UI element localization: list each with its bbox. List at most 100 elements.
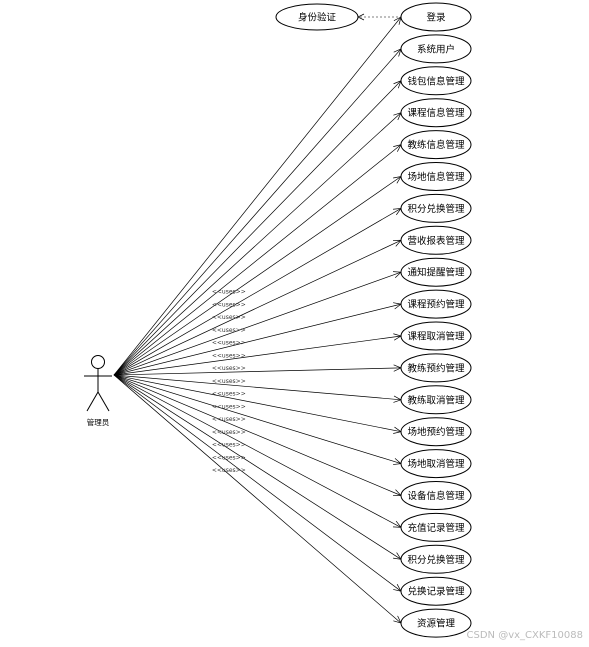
use-case-layer: 登录系统用户钱包信息管理课程信息管理教练信息管理场地信息管理积分兑换管理营收报表…	[400, 2, 472, 638]
uses-stereotype-14: <<uses>>	[212, 403, 246, 410]
use-case-auth-ellipse	[275, 3, 359, 31]
use-case-14[interactable]: 场地取消管理	[400, 449, 472, 479]
use-case-8[interactable]: 通知提醒管理	[400, 257, 472, 287]
uses-stereotype-15: <<uses>>	[212, 416, 246, 423]
actor-left-leg	[86, 391, 99, 412]
use-case-3[interactable]: 课程信息管理	[400, 98, 472, 128]
uses-stereotype-6: <<uses>>	[212, 301, 246, 308]
use-case-label: 兑换记录管理	[407, 586, 465, 598]
use-case-label: 充值记录管理	[407, 522, 465, 534]
uses-stereotype-12: <<uses>>	[212, 378, 246, 385]
association-line-12	[113, 374, 402, 401]
use-case-label: 积分兑换管理	[407, 554, 465, 566]
use-case-ellipse	[400, 257, 472, 287]
association-layer: <<uses>> <<uses>> <<uses>> <<uses>> <<uses>>…	[113, 16, 402, 624]
use-case-ellipse	[400, 512, 472, 542]
use-case-ellipse	[400, 162, 472, 191]
use-case-4[interactable]: 教练信息管理	[400, 130, 472, 160]
uses-stereotype-16: <<uses>>	[212, 429, 246, 436]
use-case-19[interactable]: 资源管理	[400, 608, 472, 638]
use-case-0[interactable]: 登录	[400, 2, 472, 32]
use-case-1[interactable]: 系统用户	[400, 34, 472, 64]
use-case-ellipse	[400, 225, 472, 255]
use-case-auth-label: 身份验证	[298, 12, 337, 24]
use-case-label: 钱包信息管理	[407, 75, 465, 87]
use-case-label: 通知提醒管理	[407, 267, 465, 279]
watermark: CSDN @vx_CXKF10088	[466, 630, 583, 641]
uses-stereotype-7: <<uses>>	[212, 314, 246, 321]
association-line-14	[113, 374, 402, 464]
use-case-13[interactable]: 场地预约管理	[400, 417, 472, 447]
use-case-5[interactable]: 场地信息管理	[400, 162, 472, 191]
use-case-label: 课程预约管理	[407, 299, 465, 311]
use-case-label: 场地信息管理	[407, 171, 465, 183]
use-case-17[interactable]: 积分兑换管理	[400, 544, 472, 574]
use-case-11[interactable]: 教练预约管理	[400, 353, 472, 383]
use-case-label: 场地取消管理	[407, 458, 465, 470]
uses-stereotype-18: <<uses>>	[212, 454, 246, 461]
association-line-18	[113, 374, 402, 592]
association-line-16	[113, 374, 402, 528]
association-line-1	[113, 48, 402, 376]
use-case-label: 教练取消管理	[407, 394, 465, 406]
use-case-9[interactable]: 课程预约管理	[400, 289, 472, 319]
association-line-11	[113, 367, 402, 376]
actor-head	[91, 355, 105, 369]
use-case-ellipse	[400, 289, 472, 319]
actor-name: 管理员	[87, 417, 110, 427]
use-case-ellipse	[400, 385, 472, 415]
use-case-ellipse	[400, 193, 472, 223]
association-line-13	[113, 374, 402, 433]
use-case-ellipse	[400, 353, 472, 383]
uses-stereotype-17: <<uses>>	[212, 442, 246, 449]
association-line-0	[113, 16, 402, 376]
uses-stereotype-19: <<uses>>	[212, 467, 246, 474]
association-line-17	[113, 374, 402, 560]
use-case-ellipse	[400, 576, 472, 606]
association-line-7	[113, 239, 402, 376]
use-case-ellipse	[400, 2, 472, 32]
use-case-label: 课程信息管理	[407, 107, 465, 119]
use-case-label: 系统用户	[417, 43, 455, 55]
use-case-label: 营收报表管理	[407, 235, 465, 247]
use-case-label: 教练信息管理	[407, 139, 465, 151]
association-line-8	[113, 271, 402, 376]
use-case-ellipse	[400, 130, 472, 160]
use-case-label: 资源管理	[417, 618, 456, 630]
uses-stereotype-10: <<uses>>	[212, 352, 246, 359]
use-case-18[interactable]: 兑换记录管理	[400, 576, 472, 606]
use-case-label: 课程取消管理	[407, 331, 465, 343]
association-line-15	[113, 374, 402, 496]
uses-stereotype-11: <<uses>>	[212, 365, 246, 372]
use-case-ellipse	[400, 34, 472, 64]
association-line-19	[113, 374, 402, 624]
use-case-10[interactable]: 课程取消管理	[400, 321, 472, 351]
use-case-ellipse	[400, 98, 472, 128]
use-case-ellipse	[400, 544, 472, 574]
uses-stereotype-8: <<uses>>	[212, 327, 246, 334]
use-case-label: 教练预约管理	[407, 362, 465, 374]
use-case-15[interactable]: 设备信息管理	[400, 481, 472, 510]
association-line-3	[113, 112, 402, 376]
uses-stereotype-5: <<uses>>	[212, 289, 246, 296]
actor-figure: 管理员	[84, 355, 112, 427]
use-case-2[interactable]: 钱包信息管理	[400, 66, 472, 96]
use-case-label: 积分兑换管理	[407, 203, 465, 215]
use-case-7[interactable]: 营收报表管理	[400, 225, 472, 255]
use-case-ellipse	[400, 481, 472, 510]
association-line-5	[113, 176, 402, 376]
uses-stereotype-13: <<uses>>	[212, 391, 246, 398]
actor-right-leg	[97, 391, 110, 412]
use-case-auth[interactable]: 身份验证	[275, 3, 359, 31]
use-case-label: 设备信息管理	[407, 490, 465, 502]
use-case-ellipse	[400, 66, 472, 96]
association-line-10	[113, 335, 402, 376]
association-line-4	[113, 144, 402, 376]
use-case-6[interactable]: 积分兑换管理	[400, 193, 472, 223]
use-case-16[interactable]: 充值记录管理	[400, 512, 472, 542]
use-case-ellipse	[400, 608, 472, 638]
use-case-12[interactable]: 教练取消管理	[400, 385, 472, 415]
association-line-9	[113, 303, 402, 376]
association-line-6	[113, 208, 402, 376]
use-case-ellipse	[400, 449, 472, 479]
